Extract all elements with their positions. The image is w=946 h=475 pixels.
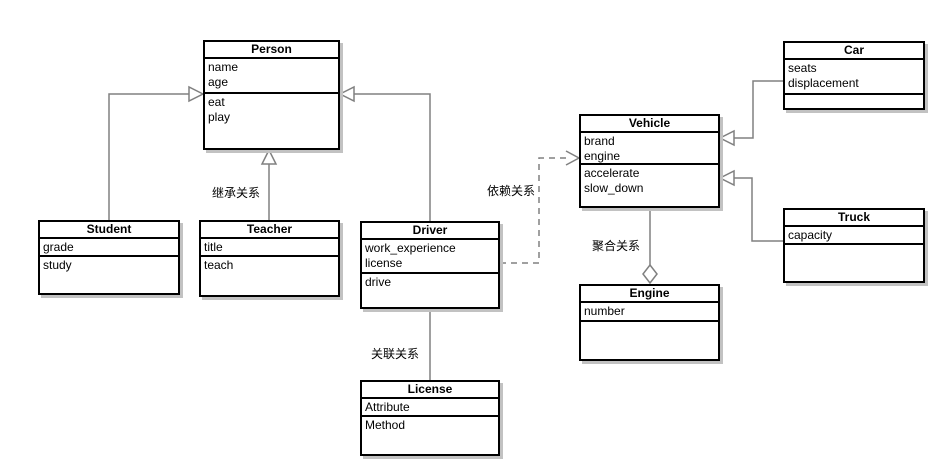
class-attributes: name age [205, 59, 338, 94]
inheritance-edge-teacher-person[interactable] [260, 148, 278, 220]
class-title: Vehicle [581, 116, 718, 133]
class-methods: study [40, 257, 178, 293]
method: accelerate [584, 166, 640, 180]
class-attributes: number [581, 303, 718, 322]
method: slow_down [584, 181, 644, 195]
class-methods [581, 322, 718, 359]
class-methods: teach [201, 257, 338, 295]
method: play [208, 110, 231, 124]
attribute: displacement [788, 76, 859, 90]
method: drive [365, 275, 392, 289]
inheritance-edge-driver-person[interactable] [338, 85, 431, 221]
attribute: seats [788, 61, 817, 75]
method: teach [204, 258, 234, 272]
class-attributes: Attribute [362, 399, 498, 417]
class-attributes: seats displacement [785, 60, 923, 95]
class-title: Person [205, 42, 338, 59]
edge-label-aggregation: 聚合关系 [592, 239, 641, 253]
attribute: age [208, 75, 229, 89]
method: Method [365, 418, 406, 432]
method: eat [208, 95, 225, 109]
attribute: name [208, 60, 239, 74]
class-methods [785, 245, 923, 281]
class-methods: drive [362, 274, 498, 307]
edge-label-inheritance: 继承关系 [212, 186, 261, 200]
attribute: brand [584, 134, 615, 148]
class-title: Student [40, 222, 178, 239]
hollow-triangle-arrowhead [338, 85, 355, 103]
attribute: work_experience [365, 241, 456, 255]
inheritance-edge-truck-vehicle[interactable] [718, 169, 783, 242]
class-driver[interactable]: Driver work_experience license drive [360, 221, 500, 309]
edge-label-dependency: 依赖关系 [487, 184, 536, 198]
class-attributes: work_experience license [362, 240, 498, 274]
class-methods: accelerate slow_down [581, 165, 718, 206]
attribute: title [204, 240, 223, 254]
class-license[interactable]: License Attribute Method [360, 380, 500, 456]
open-arrowhead [565, 150, 581, 166]
class-attributes: title [201, 239, 338, 257]
inheritance-edge-car-vehicle[interactable] [718, 80, 783, 147]
class-student[interactable]: Student grade study [38, 220, 180, 295]
inheritance-edge-student-person[interactable] [108, 85, 205, 220]
hollow-triangle-arrowhead [718, 129, 735, 147]
aggregation-edge-vehicle-engine[interactable] [642, 208, 658, 285]
class-car[interactable]: Car seats displacement [783, 41, 925, 110]
attribute: grade [43, 240, 74, 254]
class-title: Teacher [201, 222, 338, 239]
class-attributes: capacity [785, 227, 923, 245]
attribute: license [365, 256, 403, 270]
class-attributes: grade [40, 239, 178, 257]
hollow-triangle-arrowhead [718, 169, 735, 187]
hollow-triangle-arrowhead [260, 148, 278, 165]
dependency-edge-driver-vehicle[interactable] [500, 150, 581, 264]
attribute: Attribute [365, 400, 410, 414]
class-engine[interactable]: Engine number [579, 284, 720, 361]
class-methods: eat play [205, 94, 338, 148]
class-title: Car [785, 43, 923, 60]
attribute: engine [584, 149, 621, 163]
class-person[interactable]: Person name age eat play [203, 40, 340, 150]
class-teacher[interactable]: Teacher title teach [199, 220, 340, 297]
hollow-triangle-arrowhead [188, 85, 205, 103]
class-title: License [362, 382, 498, 399]
attribute: capacity [788, 228, 833, 242]
class-title: Truck [785, 210, 923, 227]
method: study [43, 258, 72, 272]
class-methods: Method [362, 417, 498, 454]
edge-label-association: 关联关系 [371, 347, 420, 361]
attribute: number [584, 304, 625, 318]
hollow-diamond [642, 263, 658, 285]
class-methods [785, 95, 923, 108]
class-title: Engine [581, 286, 718, 303]
class-truck[interactable]: Truck capacity [783, 208, 925, 283]
class-title: Driver [362, 223, 498, 240]
class-attributes: brand engine [581, 133, 718, 165]
class-vehicle[interactable]: Vehicle brand engine accelerate slow_dow… [579, 114, 720, 208]
